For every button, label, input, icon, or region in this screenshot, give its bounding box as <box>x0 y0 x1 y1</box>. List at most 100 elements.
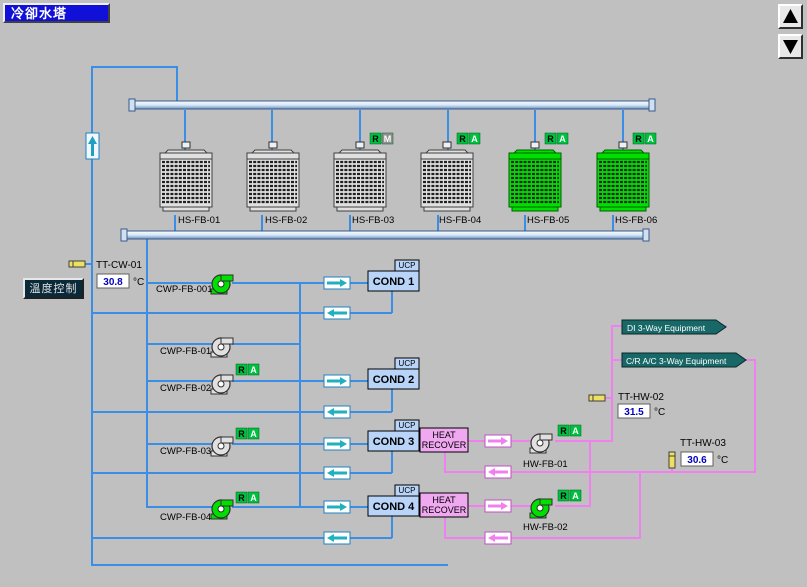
pump-cwp-fb-04-badge-r: R <box>235 491 248 504</box>
tower-3-badge-m: M <box>381 132 394 145</box>
thermometer-icon <box>68 260 86 268</box>
pump-label: CWP-FB-001 <box>156 284 212 295</box>
cw-arrow-left-3 <box>323 466 351 480</box>
sensor-tt-hw-03[interactable]: TT-HW-03 30.6 °C <box>668 438 728 469</box>
sensor-tt-hw-02[interactable]: TT-HW-02 31.5 °C <box>588 392 665 419</box>
condenser-tag: UCP <box>399 421 416 430</box>
heat-recover-3[interactable]: HEAT RECOVER <box>419 427 469 453</box>
cr-ac-3way-equipment-label: C/R A/C 3-Way Equipment <box>626 356 727 366</box>
tower-5-badge-r: R <box>544 132 557 145</box>
bottom-header-pipe <box>120 228 650 242</box>
tower-5-badge-a: A <box>556 132 569 145</box>
tower-4-badge-a: A <box>468 132 481 145</box>
pump-cwp-fb-001[interactable]: CWP-FB-001 <box>156 274 234 295</box>
thermometer-icon <box>668 451 676 469</box>
tt-cw-01-label: TT-CW-01 <box>96 260 142 271</box>
cw-arrow-right-4 <box>323 500 351 514</box>
tt-hw-02-unit: °C <box>654 407 665 418</box>
thermometer-icon <box>588 394 606 402</box>
cr-ac-3way-equipment-tag[interactable]: C/R A/C 3-Way Equipment <box>621 352 747 368</box>
condenser-label: COND 4 <box>373 501 415 513</box>
pump-label: CWP-FB-04 <box>160 512 211 523</box>
hw-arrow-left-2 <box>484 531 512 545</box>
svg-text:R: R <box>372 134 379 144</box>
svg-text:R: R <box>238 365 245 375</box>
condenser-label: COND 1 <box>373 276 415 288</box>
cw-arrow-left-4 <box>323 531 351 545</box>
svg-text:R: R <box>547 134 554 144</box>
condenser-tag: UCP <box>399 486 416 495</box>
tt-hw-03-unit: °C <box>717 455 728 466</box>
page-down-button[interactable] <box>778 34 803 59</box>
pump-cwp-fb-02-badge-a: A <box>247 363 260 376</box>
temperature-control-button[interactable]: 溫度控制 <box>23 278 84 299</box>
heat-recover-4[interactable]: HEAT RECOVER <box>419 492 469 518</box>
cw-arrow-right-1 <box>323 276 351 290</box>
svg-text:A: A <box>250 493 257 503</box>
tower-label: HS-FB-05 <box>527 215 569 226</box>
condenser-tag: UCP <box>399 359 416 368</box>
cw-arrow-right-2 <box>323 374 351 388</box>
svg-text:R: R <box>560 426 567 436</box>
tower-label: HS-FB-04 <box>439 215 481 226</box>
pump-hw-fb-02-badge-a: A <box>569 489 582 502</box>
pump-label: HW-FB-01 <box>523 459 568 470</box>
flow-arrow-up <box>85 132 100 160</box>
tt-hw-03-value: 30.6 <box>687 455 707 466</box>
down-arrow-icon <box>783 40 798 54</box>
tt-hw-03-label: TT-HW-03 <box>680 438 726 449</box>
tower-label: HS-FB-03 <box>352 215 394 226</box>
condenser-label: COND 2 <box>373 374 415 386</box>
tower-label: HS-FB-01 <box>178 215 220 226</box>
cooling-tower-hs-fb-01[interactable]: HS-FB-01 <box>159 141 220 226</box>
svg-text:A: A <box>250 429 257 439</box>
hw-arrow-right-1 <box>484 434 512 448</box>
condenser-4[interactable]: UCP COND 4 <box>367 484 420 517</box>
heat-recover-4-line1: HEAT <box>432 495 456 505</box>
svg-text:R: R <box>238 429 245 439</box>
svg-text:R: R <box>459 134 466 144</box>
hw-arrow-right-2 <box>484 499 512 513</box>
svg-text:R: R <box>635 134 642 144</box>
tower-label: HS-FB-06 <box>615 215 657 226</box>
condenser-2[interactable]: UCP COND 2 <box>367 357 420 390</box>
tower-3-badge-r: R <box>369 132 382 145</box>
page-up-button[interactable] <box>778 4 803 29</box>
tower-6-badge-a: A <box>644 132 657 145</box>
condenser-label: COND 3 <box>373 436 415 448</box>
pump-label: HW-FB-02 <box>523 522 568 533</box>
svg-text:R: R <box>238 493 245 503</box>
tower-6-badge-r: R <box>632 132 645 145</box>
tt-hw-02-label: TT-HW-02 <box>618 392 664 403</box>
pump-cwp-fb-01[interactable]: CWP-FB-01 <box>160 337 234 358</box>
tt-hw-02-value: 31.5 <box>624 407 644 418</box>
pump-hw-fb-01-badge-r: R <box>557 424 570 437</box>
di-3way-equipment-tag[interactable]: DI 3-Way Equipment <box>621 319 727 335</box>
condenser-1[interactable]: UCP COND 1 <box>367 259 420 292</box>
pump-cwp-fb-03-badge-a: A <box>247 427 260 440</box>
svg-text:A: A <box>471 134 478 144</box>
svg-text:A: A <box>647 134 654 144</box>
cooling-tower-hs-fb-02[interactable]: HS-FB-02 <box>246 141 307 226</box>
tower-label: HS-FB-02 <box>265 215 307 226</box>
cw-arrow-right-3 <box>323 437 351 451</box>
cw-flow-arrows-left <box>323 306 351 545</box>
condenser-tag: UCP <box>399 261 416 270</box>
tt-cw-01-value: 30.8 <box>103 277 123 288</box>
condenser-3[interactable]: UCP COND 3 <box>367 419 420 452</box>
svg-text:A: A <box>559 134 566 144</box>
hw-flow-arrows <box>484 434 512 545</box>
hw-arrow-left-1 <box>484 465 512 479</box>
svg-text:A: A <box>572 426 579 436</box>
svg-text:R: R <box>560 491 567 501</box>
